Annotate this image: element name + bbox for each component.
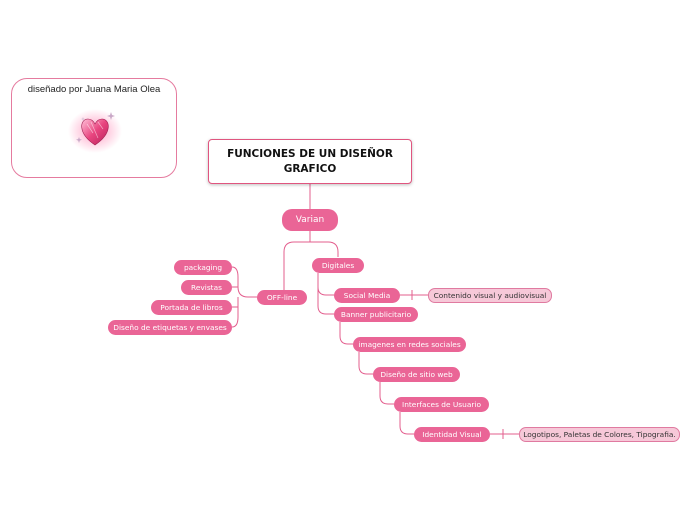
central-topic-title: FUNCIONES DE UN DISEÑOR GRAFICO [227, 147, 393, 175]
node-redes-sociales[interactable]: imagenes en redes sociales [353, 337, 466, 352]
connector-sitio-interfaces [379, 382, 394, 405]
credit-box: diseñado por Juana Maria Olea [11, 78, 177, 178]
connector-interfaces-identidad [399, 412, 414, 435]
connector-offline-etiquetas [231, 307, 239, 328]
node-varian[interactable]: Varian [282, 209, 338, 231]
node-packaging[interactable]: packaging [174, 260, 232, 275]
connector-varian-offline [283, 231, 311, 297]
credit-text: diseñado por Juana Maria Olea [27, 84, 161, 95]
connector-digitales-banner [317, 287, 334, 315]
node-identidad-visual[interactable]: Identidad Visual [414, 427, 490, 442]
connector-digitales-social [317, 273, 334, 296]
note-social-media[interactable]: Contenido visual y audiovisual [428, 288, 552, 303]
central-topic[interactable]: FUNCIONES DE UN DISEÑOR GRAFICO [208, 139, 412, 184]
note-identidad-visual[interactable]: Logotipos, Paletas de Colores, Tipografi… [519, 427, 680, 442]
connector-banner-redes [339, 322, 353, 345]
node-sitio-web[interactable]: Diseño de sitio web [373, 367, 460, 382]
node-etiquetas-envases[interactable]: Diseño de etiquetas y envases [108, 320, 232, 335]
connector-offline-portada [232, 297, 239, 308]
node-banner-publicitario[interactable]: Banner publicitario [334, 307, 418, 322]
node-portada-de-libros[interactable]: Portada de libros [151, 300, 232, 315]
node-social-media[interactable]: Social Media [334, 288, 400, 303]
node-revistas[interactable]: Revistas [181, 280, 232, 295]
connector-varian-digitales [310, 241, 339, 257]
node-offline[interactable]: OFF-line [257, 290, 307, 305]
node-interfaces-usuario[interactable]: Interfaces de Usuario [394, 397, 489, 412]
connector-offline-packaging [231, 266, 257, 298]
node-digitales[interactable]: Digitales [312, 258, 364, 273]
connector-redes-sitio [358, 352, 373, 375]
heart-sticker-icon [67, 103, 123, 153]
